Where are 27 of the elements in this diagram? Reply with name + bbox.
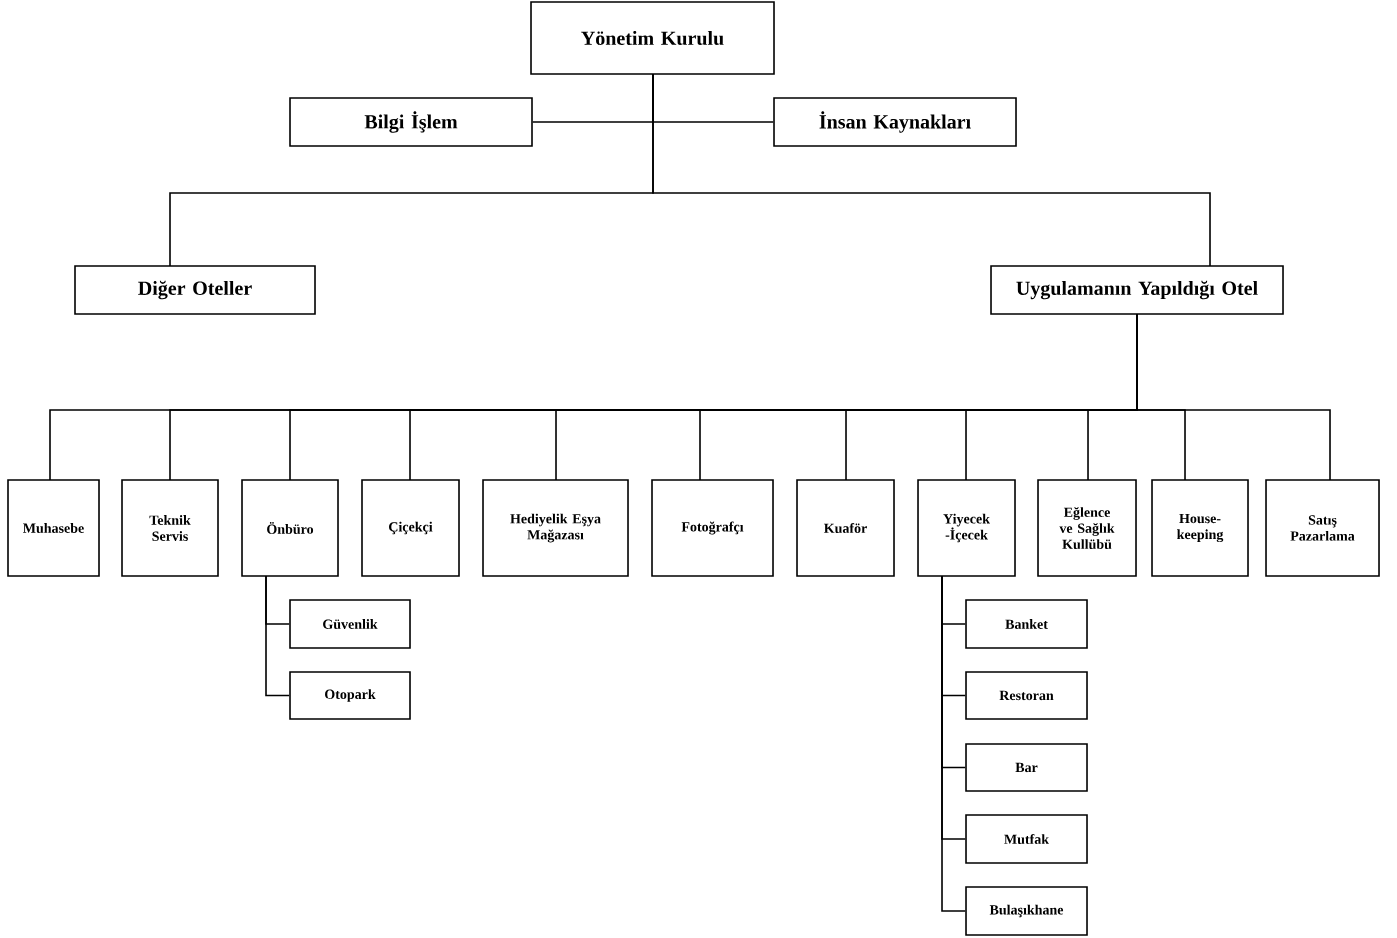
connector-line bbox=[265, 575, 290, 697]
org-box: Eğlence ve Sağlık Kullübü bbox=[1037, 479, 1137, 577]
org-box: Yiyecek -İçecek bbox=[917, 479, 1016, 577]
org-box: Yönetim Kurulu bbox=[530, 1, 775, 75]
org-box: Kuaför bbox=[796, 479, 895, 577]
org-box: House-keeping bbox=[1151, 479, 1249, 577]
org-box: Muhasebe bbox=[7, 479, 100, 577]
org-box: Bar bbox=[965, 743, 1088, 792]
org-box: Satış Pazarlama bbox=[1265, 479, 1380, 577]
org-box: Çiçekçi bbox=[361, 479, 460, 577]
org-box: Fotoğrafçı bbox=[651, 479, 774, 577]
org-box: Banket bbox=[965, 599, 1088, 649]
org-box: Önbüro bbox=[241, 479, 339, 577]
org-box: Hediyelik Eşya Mağazası bbox=[482, 479, 629, 577]
org-box: Uygulamanın Yapıldığı Otel bbox=[990, 265, 1284, 315]
connector-line bbox=[1136, 313, 1331, 481]
connector-line bbox=[652, 73, 1211, 267]
org-box: İnsan Kaynakları bbox=[773, 97, 1017, 147]
org-box: Teknik Servis bbox=[121, 479, 219, 577]
org-box: Restoran bbox=[965, 671, 1088, 720]
org-box: Mutfak bbox=[965, 814, 1088, 864]
org-box: Bilgi İşlem bbox=[289, 97, 533, 147]
org-box: Güvenlik bbox=[289, 599, 411, 649]
org-box: Otopark bbox=[289, 671, 411, 720]
org-box: Bulaşıkhane bbox=[965, 886, 1088, 936]
org-box: Diğer Oteller bbox=[74, 265, 316, 315]
connector-line bbox=[941, 575, 966, 912]
